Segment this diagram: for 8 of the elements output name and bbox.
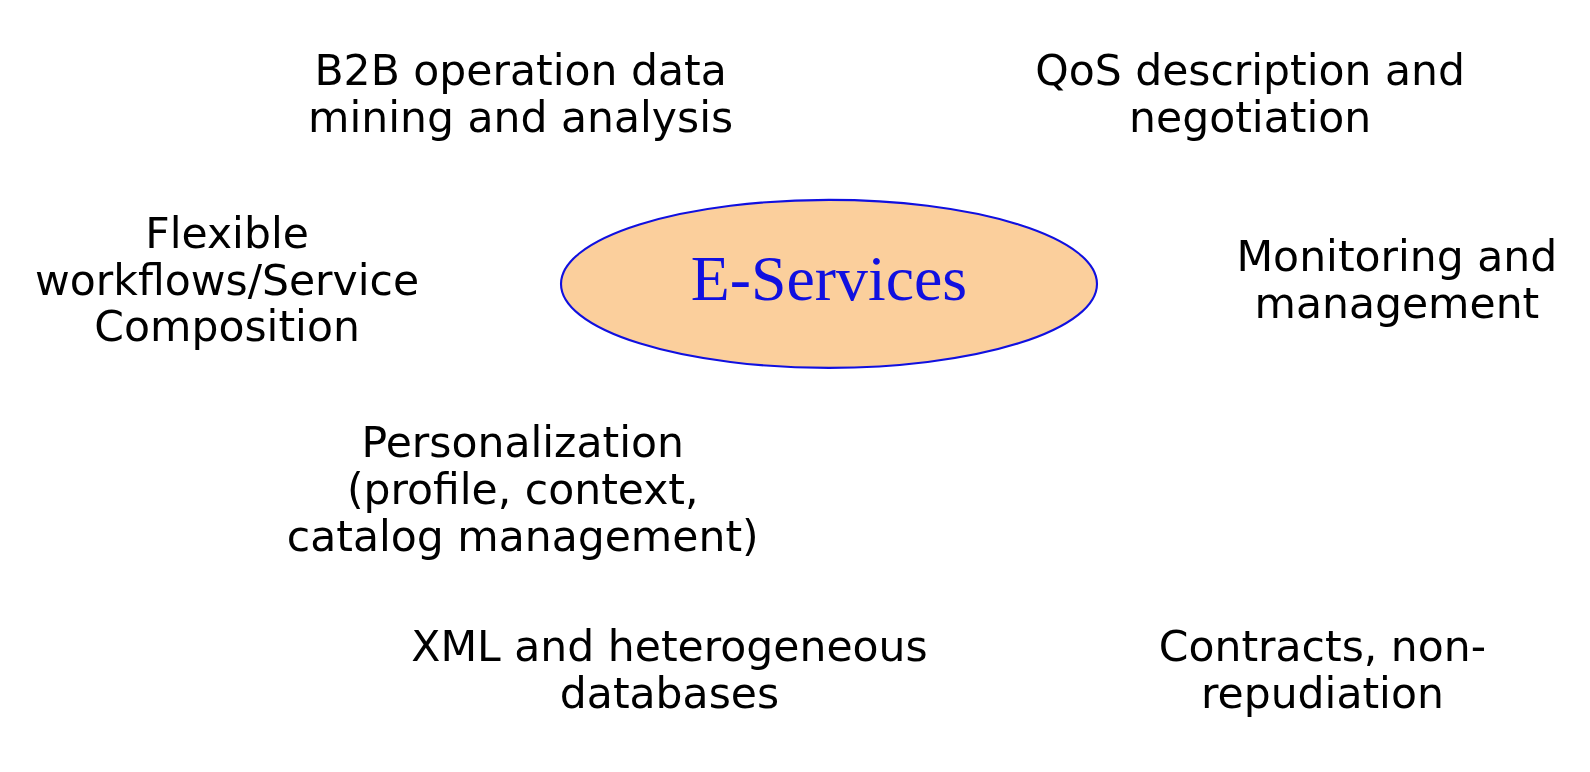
label: Flexible workflows/Service Composition [34, 208, 419, 352]
label: XML and heterogeneous databases [410, 622, 928, 719]
node-ellipse: E-Services [559, 198, 1098, 369]
label: QoS description and negotiation [1034, 46, 1465, 142]
label: B2B operation data mining and analysis [307, 46, 733, 142]
label: Personalization (profile, context, catalog management) [286, 418, 759, 561]
label: Monitoring and management [1235, 232, 1557, 328]
label: Contracts, non-repudiation [1158, 622, 1486, 719]
